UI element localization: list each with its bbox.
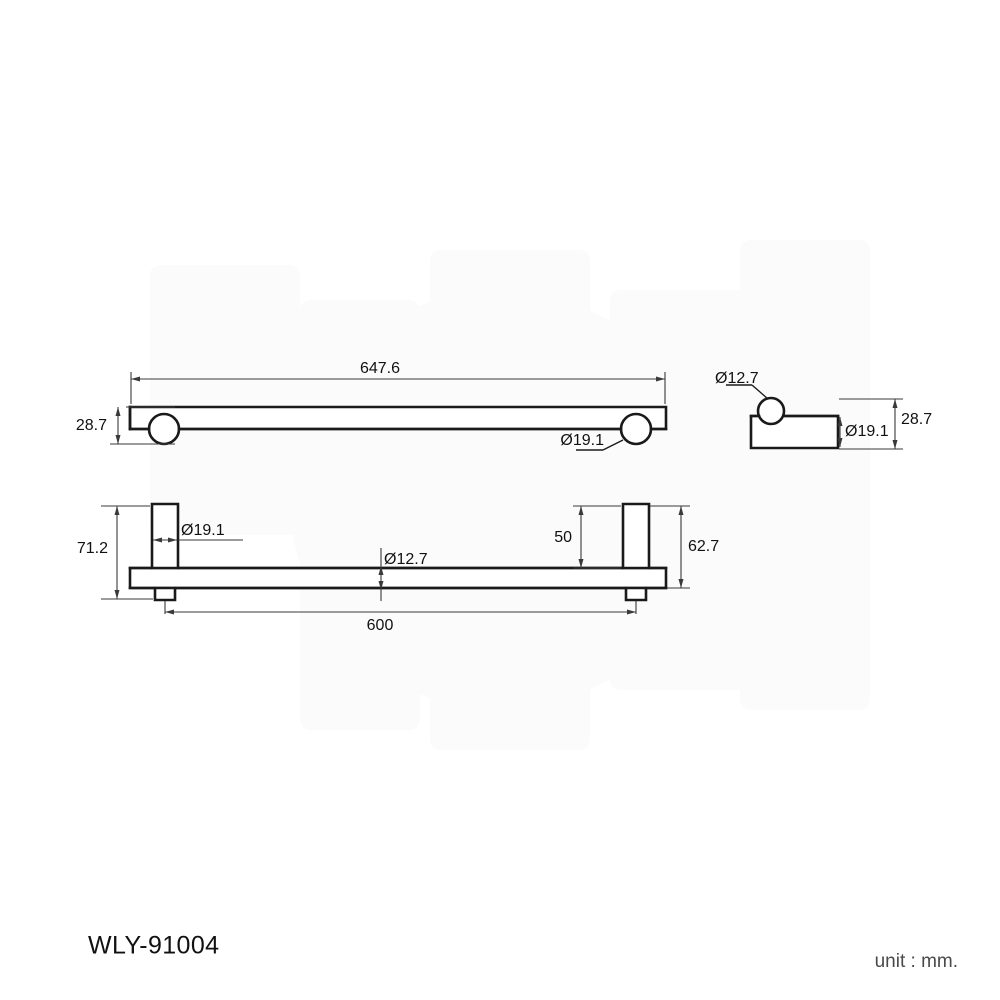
unit-note-label: unit : mm. — [874, 951, 958, 972]
front-view-left-post-circle — [147, 412, 181, 446]
dim-label-plan-overall-height: 71.2 — [77, 540, 108, 557]
part-number-label: WLY-91004 — [88, 931, 220, 960]
plan-top-view: 71.2 Ø19.1 Ø12.7 50 62.7 600 — [77, 502, 719, 634]
plan-view-left-post — [150, 502, 180, 570]
dim-label-front-post-dia: Ø19.1 — [560, 432, 604, 449]
front-elevation-view: 647.6 28.7 Ø19.1 — [76, 360, 668, 451]
side-view-post-circle — [756, 396, 786, 426]
leader-line-side-small-dia — [751, 384, 769, 400]
dim-label-plan-post-dia: Ø19.1 — [181, 522, 225, 539]
front-view-right-post-circle — [619, 412, 653, 446]
dim-label-plan-right-height: 62.7 — [688, 538, 719, 555]
dim-label-plan-post-height: 50 — [554, 529, 572, 546]
leader-line-front-dia — [602, 439, 624, 451]
dim-label-depth: 28.7 — [76, 417, 107, 434]
background-watermark — [150, 240, 870, 750]
plan-view-bar-body — [128, 566, 668, 590]
plan-view-right-post — [621, 502, 651, 570]
plan-view-left-tab — [153, 586, 177, 602]
front-view-bar-body — [128, 405, 668, 431]
dim-label-side-small-dia: Ø12.7 — [715, 370, 759, 387]
dim-label-plan-bar-dia: Ø12.7 — [384, 551, 428, 568]
dim-label-overall-length: 647.6 — [360, 360, 400, 377]
dim-label-side-bar-dia: Ø19.1 — [845, 423, 889, 440]
dim-label-side-depth: 28.7 — [901, 411, 932, 428]
dim-label-center-distance: 600 — [367, 617, 394, 634]
plan-view-right-tab — [624, 586, 648, 602]
side-elevation-view: Ø12.7 Ø19.1 28.7 — [715, 370, 932, 450]
